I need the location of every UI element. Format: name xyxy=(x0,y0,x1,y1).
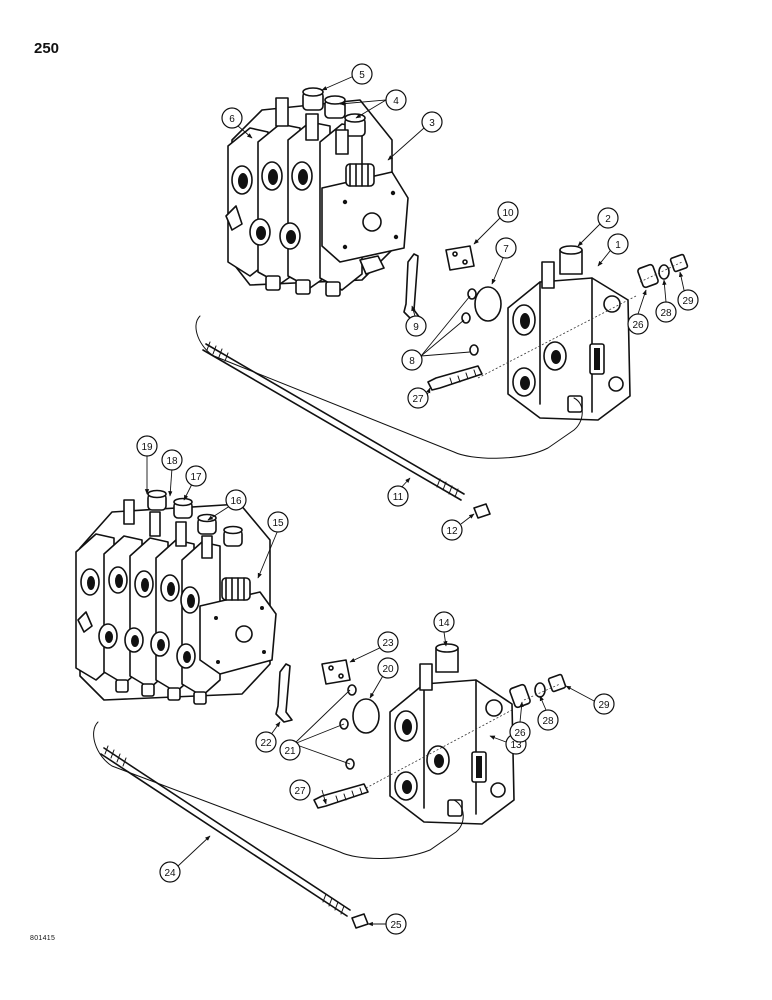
callout-24-label: 24 xyxy=(164,868,176,879)
callout-28-upper: 28 xyxy=(655,301,677,323)
callout-21-label: 21 xyxy=(284,746,296,757)
callout-13-label: 13 xyxy=(510,740,522,751)
callout-24: 24 xyxy=(159,861,181,883)
callout-10-label: 10 xyxy=(502,208,514,219)
lower-small-parts xyxy=(93,659,567,929)
callout-6-label: 6 xyxy=(229,114,235,125)
callout-4: 4 xyxy=(385,89,407,111)
callout-7-label: 7 xyxy=(503,244,509,255)
callout-14: 14 xyxy=(433,611,455,633)
callout-3-label: 3 xyxy=(429,118,435,129)
upper-spool-section xyxy=(507,245,631,421)
callout-21: 21 xyxy=(279,739,301,761)
callout-16: 16 xyxy=(225,489,247,511)
callout-29-lower: 29 xyxy=(593,693,615,715)
callout-15-label: 15 xyxy=(272,518,284,529)
callout-11: 11 xyxy=(387,485,409,507)
callout-17-label: 17 xyxy=(190,472,202,483)
callout-27-lower: 27 xyxy=(289,779,311,801)
callout-25-label: 25 xyxy=(390,920,402,931)
callout-26-upper: 26 xyxy=(627,313,649,335)
callout-26-lower-label: 26 xyxy=(514,728,526,739)
callout-29-upper-label: 29 xyxy=(682,296,694,307)
callout-5-label: 5 xyxy=(359,70,365,81)
callout-8-label: 8 xyxy=(409,356,415,367)
callout-27-upper: 27 xyxy=(407,387,429,409)
callout-20-label: 20 xyxy=(382,664,394,675)
callout-9: 9 xyxy=(405,315,427,337)
callout-14-label: 14 xyxy=(438,618,450,629)
callout-20: 20 xyxy=(377,657,399,679)
callout-29-lower-label: 29 xyxy=(598,700,610,711)
callout-12-label: 12 xyxy=(446,526,458,537)
callout-9-label: 9 xyxy=(413,322,419,333)
callout-11-label: 11 xyxy=(393,492,404,503)
callout-15: 15 xyxy=(267,511,289,533)
callout-7: 7 xyxy=(495,237,517,259)
callout-18-label: 18 xyxy=(166,456,178,467)
callout-26-lower: 26 xyxy=(509,721,531,743)
callout-4-label: 4 xyxy=(393,96,399,107)
callout-1-label: 1 xyxy=(615,240,621,251)
callout-18: 18 xyxy=(161,449,183,471)
callout-19-label: 19 xyxy=(141,442,153,453)
callout-28-lower-label: 28 xyxy=(542,716,554,727)
callout-19: 19 xyxy=(136,435,158,457)
callout-17: 17 xyxy=(185,465,207,487)
callout-2: 2 xyxy=(597,207,619,229)
callout-10: 10 xyxy=(497,201,519,223)
lower-spool-section xyxy=(389,643,515,825)
callout-28-lower: 28 xyxy=(537,709,559,731)
illustration-reference-code: 801415 xyxy=(30,935,56,942)
callout-12: 12 xyxy=(441,519,463,541)
callout-22-label: 22 xyxy=(260,738,272,749)
callout-25: 25 xyxy=(385,913,407,935)
lower-valve-stack xyxy=(75,489,277,705)
callout-8: 8 xyxy=(401,349,423,371)
callout-3: 3 xyxy=(421,111,443,133)
callout-1: 1 xyxy=(607,233,629,255)
upper-small-parts xyxy=(195,245,689,519)
callout-2-label: 2 xyxy=(605,214,611,225)
page-number: 250 xyxy=(34,40,60,57)
callout-28-upper-label: 28 xyxy=(660,308,672,319)
callout-27-upper-label: 27 xyxy=(412,394,424,405)
callout-6: 6 xyxy=(221,107,243,129)
callout-27-lower-label: 27 xyxy=(294,786,306,797)
callout-23: 23 xyxy=(377,631,399,653)
callout-23-label: 23 xyxy=(382,638,394,649)
upper-valve-stack xyxy=(225,87,409,297)
callout-leaders xyxy=(144,75,685,927)
callout-29-upper: 29 xyxy=(677,289,699,311)
callout-26-upper-label: 26 xyxy=(632,320,644,331)
callout-16-label: 16 xyxy=(230,496,242,507)
callout-22: 22 xyxy=(255,731,277,753)
callout-5: 5 xyxy=(351,63,373,85)
